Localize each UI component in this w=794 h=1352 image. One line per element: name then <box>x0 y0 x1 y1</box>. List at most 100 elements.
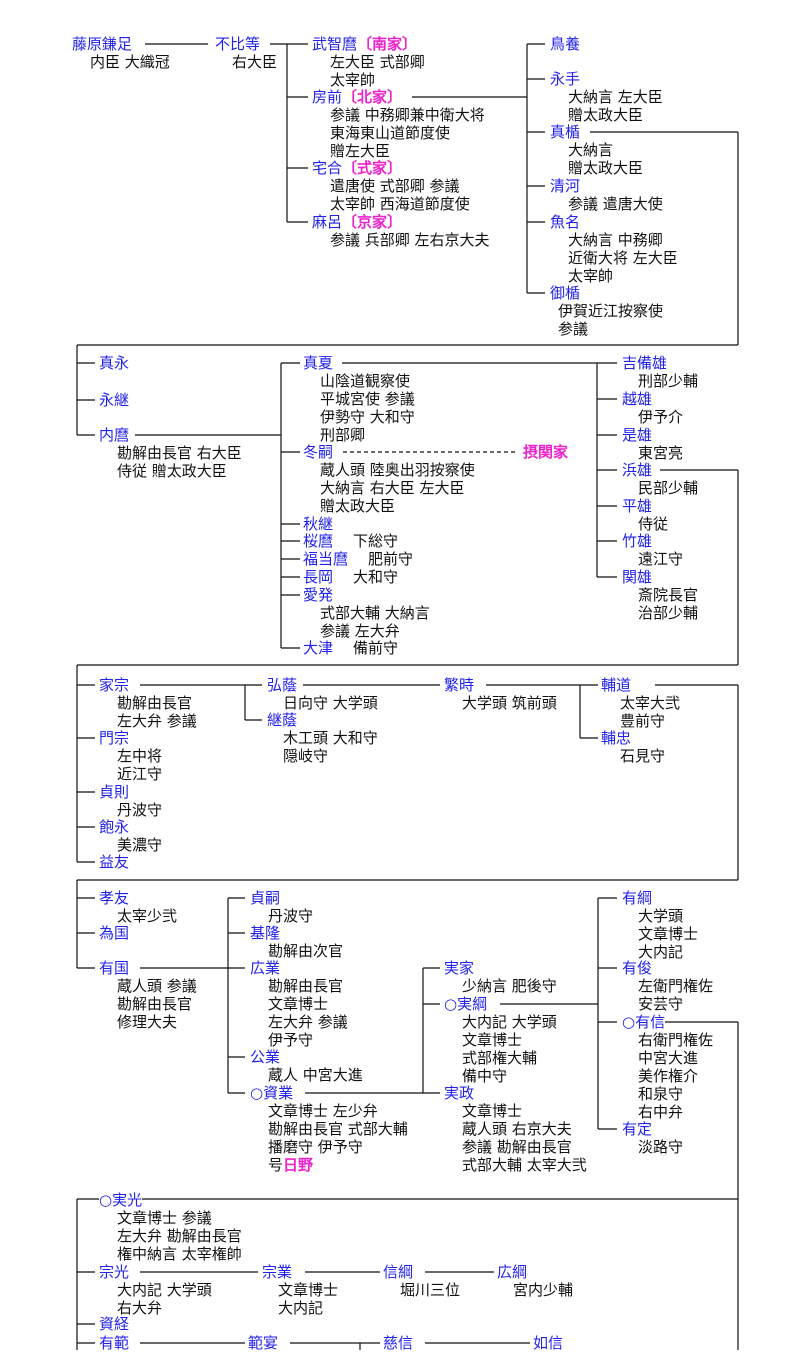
person-name[interactable]: 継蔭 <box>267 711 298 729</box>
person-node: 有綱大学頭文章博士大内記 <box>622 889 698 961</box>
office-text: 豊前守 <box>620 712 666 730</box>
person-header: 房前〔北家〕 <box>312 88 467 106</box>
office-text: 式部大輔 太宰大弐 <box>462 1156 587 1174</box>
person-name[interactable]: 浜雄 <box>622 461 653 479</box>
person-name[interactable]: 門宗 <box>99 729 130 747</box>
person-name[interactable]: 藤原鎌足 <box>72 35 133 53</box>
person-name[interactable]: 冬嗣 <box>303 443 334 461</box>
person-name[interactable]: 繁時 <box>444 676 475 694</box>
person-name[interactable]: 内麿 <box>99 426 130 444</box>
person-name[interactable]: 弘蔭 <box>267 676 298 694</box>
person-name[interactable]: 愛発 <box>303 586 334 604</box>
person-name[interactable]: 如信 <box>533 1334 564 1352</box>
person-header: 資経 <box>99 1315 130 1333</box>
person-header: 竹雄 <box>622 532 667 550</box>
person-name[interactable]: 輔忠 <box>601 729 632 747</box>
person-name[interactable]: 広綱 <box>497 1263 528 1281</box>
person-name[interactable]: 真夏 <box>303 354 334 372</box>
person-name[interactable]: 真永 <box>99 354 130 372</box>
person-name[interactable]: 秋継 <box>303 515 334 533</box>
person-office: 斎院長官 <box>638 586 698 604</box>
person-name[interactable]: 資経 <box>99 1315 130 1333</box>
person-name[interactable]: ○資業 <box>250 1084 294 1102</box>
person-name[interactable]: 麻呂 <box>312 213 343 231</box>
person-name[interactable]: 御楯 <box>550 284 581 302</box>
person-node: 貞嗣丹波守 <box>250 889 313 925</box>
office-text: 贈太政大臣 <box>568 159 644 177</box>
person-header: 長岡大和守 <box>303 568 398 586</box>
person-name[interactable]: 是雄 <box>622 426 653 444</box>
person-name[interactable]: 飽永 <box>99 818 130 836</box>
person-name[interactable]: 公業 <box>250 1048 281 1066</box>
person-node: 大津備前守 <box>303 639 398 657</box>
person-name[interactable]: 永手 <box>550 70 581 88</box>
person-name[interactable]: ○有信 <box>622 1013 666 1031</box>
office-text: 太宰帥 西海道節度使 <box>330 195 470 213</box>
person-name[interactable]: 武智麿 <box>312 35 358 53</box>
office-text: 伊勢守 大和守 <box>320 408 415 426</box>
office-text: 淡路守 <box>638 1138 684 1156</box>
person-name[interactable]: ○実綱 <box>444 995 488 1013</box>
person-office: 文章博士 <box>278 1281 338 1299</box>
person-header: 永手 <box>550 70 645 88</box>
office-text: 参議 左大弁 <box>320 622 400 640</box>
person-name[interactable]: 実政 <box>444 1084 475 1102</box>
person-name[interactable]: 大津 <box>303 639 334 657</box>
person-name[interactable]: 有範 <box>99 1334 130 1352</box>
person-name[interactable]: 平雄 <box>622 497 653 515</box>
person-header: 是雄 <box>622 426 667 444</box>
person-node: ○実光文章博士 参議左大弁 勘解由長官権中納言 太宰権帥 <box>99 1191 242 1263</box>
person-name[interactable]: ○実光 <box>99 1191 143 1209</box>
person-name[interactable]: 桜麿 <box>303 532 334 550</box>
person-name[interactable]: 輔道 <box>601 676 632 694</box>
person-name[interactable]: 福当麿 <box>303 550 349 568</box>
person-header: 愛発 <box>303 586 413 604</box>
person-name[interactable]: 竹雄 <box>622 532 653 550</box>
person-name[interactable]: 貞則 <box>99 783 130 801</box>
person-name[interactable]: 永継 <box>99 391 130 409</box>
person-name[interactable]: 吉備雄 <box>622 354 668 372</box>
person-office: 下総守 <box>353 532 399 550</box>
person-name[interactable]: 有国 <box>99 959 130 977</box>
person-node: ○実綱大内記 大学頭文章博士式部権大輔備中守 <box>444 995 557 1085</box>
person-header: 魚名 <box>550 213 660 231</box>
person-name[interactable]: 有定 <box>622 1120 653 1138</box>
office-text: 参議 中務卿兼中衛大将 <box>330 106 485 124</box>
person-name[interactable]: 房前 <box>312 88 343 106</box>
office-text: 刑部卿 <box>320 426 366 444</box>
person-header: 吉備雄 <box>622 354 682 372</box>
person-name[interactable]: 宅合 <box>312 159 343 177</box>
person-office: 伊予介 <box>638 408 683 426</box>
person-name[interactable]: 関雄 <box>622 568 653 586</box>
person-name[interactable]: 実家 <box>444 959 475 977</box>
person-name[interactable]: 孝友 <box>99 889 130 907</box>
person-name[interactable]: 家宗 <box>99 676 130 694</box>
person-name[interactable]: 不比等 <box>215 35 261 53</box>
person-header: 不比等 <box>215 35 261 53</box>
office-text: 勘解由長官 <box>117 995 193 1013</box>
person-name[interactable]: 鳥養 <box>550 35 581 53</box>
person-name[interactable]: 真楯 <box>550 123 581 141</box>
person-name[interactable]: 為国 <box>99 924 130 942</box>
person-name[interactable]: 長岡 <box>303 568 334 586</box>
person-name[interactable]: 広業 <box>250 959 281 977</box>
person-header: 孝友 <box>99 889 159 907</box>
person-name[interactable]: 清河 <box>550 177 581 195</box>
person-name[interactable]: 有綱 <box>622 889 653 907</box>
person-node: 宗業文章博士大内記 <box>262 1263 338 1317</box>
office-text: 参議 兵部卿 左右京大夫 <box>330 231 490 249</box>
person-name[interactable]: 魚名 <box>550 213 581 231</box>
person-name[interactable]: 越雄 <box>622 390 653 408</box>
person-name[interactable]: 基隆 <box>250 924 281 942</box>
person-name[interactable]: 有俊 <box>622 959 653 977</box>
person-office: 勘解由長官 <box>268 977 348 995</box>
person-name[interactable]: 信綱 <box>383 1263 414 1281</box>
person-name[interactable]: 範宴 <box>248 1334 279 1352</box>
person-name[interactable]: 貞嗣 <box>250 889 281 907</box>
person-office: 大内記 大学頭 <box>117 1281 212 1299</box>
person-header: 有俊 <box>622 959 697 977</box>
person-name[interactable]: 益友 <box>99 853 130 871</box>
person-name[interactable]: 宗業 <box>262 1263 293 1281</box>
person-name[interactable]: 宗光 <box>99 1263 130 1281</box>
person-name[interactable]: 慈信 <box>383 1334 414 1352</box>
